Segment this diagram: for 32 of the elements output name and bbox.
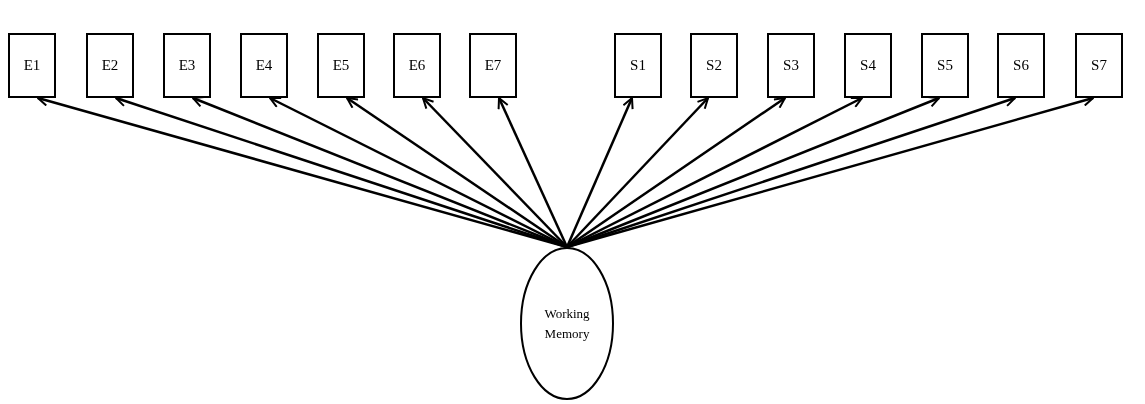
indicator-box bbox=[997, 33, 1045, 98]
indicator-label: E2 bbox=[101, 57, 119, 74]
indicator-box bbox=[844, 33, 892, 98]
indicator-label: E1 bbox=[23, 57, 41, 74]
indicator-label: S5 bbox=[937, 57, 953, 74]
indicator-box bbox=[240, 33, 288, 98]
indicator-box bbox=[1075, 33, 1123, 98]
indicator-label: S7 bbox=[1091, 57, 1107, 74]
indicator-box bbox=[690, 33, 738, 98]
indicator-box bbox=[86, 33, 134, 98]
indicator-label: S1 bbox=[630, 57, 646, 74]
indicator-box bbox=[8, 33, 56, 98]
indicator-label: E6 bbox=[408, 57, 426, 74]
latent-variable-label: Working Memory bbox=[543, 305, 591, 343]
indicator-label: S3 bbox=[783, 57, 799, 74]
indicator-label: S4 bbox=[860, 57, 876, 74]
indicator-label: S2 bbox=[706, 57, 722, 74]
arrow bbox=[497, 97, 569, 248]
indicator-label: E5 bbox=[332, 57, 350, 74]
indicator-label: E3 bbox=[178, 57, 196, 74]
indicator-box bbox=[393, 33, 441, 98]
indicator-box bbox=[163, 33, 211, 98]
indicator-label: S6 bbox=[1013, 57, 1029, 74]
indicator-box bbox=[469, 33, 517, 98]
latent-variable-ellipse bbox=[520, 247, 614, 400]
indicator-label: E4 bbox=[255, 57, 273, 74]
indicator-box bbox=[317, 33, 365, 98]
indicator-box bbox=[921, 33, 969, 98]
indicator-box bbox=[614, 33, 662, 98]
indicator-label: E7 bbox=[484, 57, 502, 74]
arrow bbox=[565, 97, 634, 248]
indicator-box bbox=[767, 33, 815, 98]
